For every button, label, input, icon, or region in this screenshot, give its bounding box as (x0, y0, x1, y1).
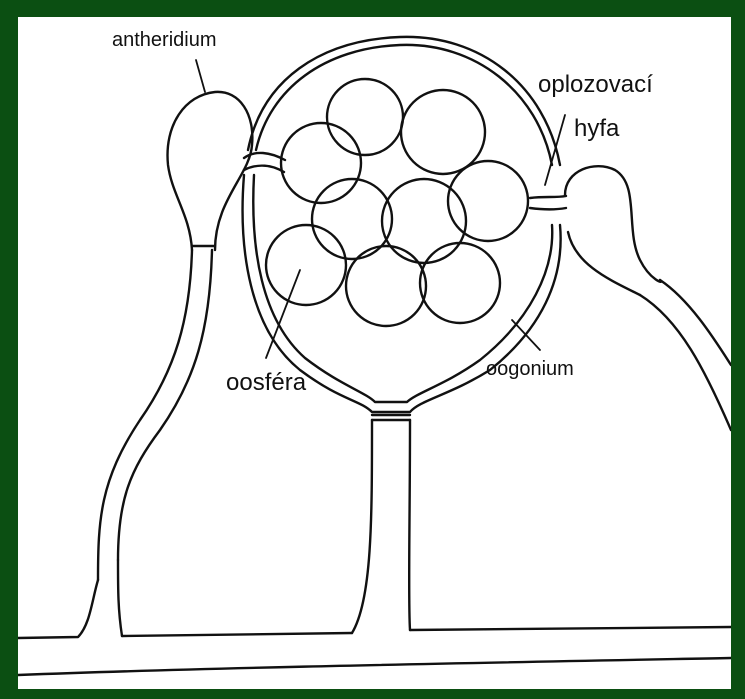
oosphere (346, 246, 426, 326)
base-hypha (18, 560, 731, 675)
oosphere (281, 123, 361, 203)
leader-antheridium (196, 60, 205, 92)
oogonium-stalk (352, 415, 410, 633)
leader-lines (196, 60, 565, 358)
oospheres (266, 79, 528, 326)
antheridium-right (565, 166, 661, 295)
oogonium-diagram: antheridium oplozovací hyfa oosféra oogo… (18, 17, 731, 689)
oogonium-wall (243, 37, 561, 412)
label-antheridium: antheridium (112, 29, 217, 51)
label-oogonium: oogonium (486, 358, 574, 380)
left-branch-hypha (98, 250, 212, 580)
oosphere (401, 90, 485, 174)
oosphere (266, 225, 346, 305)
fertilization-tube-left (244, 153, 285, 172)
oosphere (327, 79, 403, 155)
right-branch-hypha (640, 280, 731, 430)
diagram-canvas: antheridium oplozovací hyfa oosféra oogo… (18, 17, 731, 689)
label-hyfa: hyfa (574, 115, 620, 142)
oosphere (420, 243, 500, 323)
fertilization-tube-right (530, 196, 566, 210)
label-oosfera: oosféra (226, 369, 307, 396)
antheridium-left (168, 92, 253, 250)
label-oplozovaci: oplozovací (538, 71, 653, 98)
